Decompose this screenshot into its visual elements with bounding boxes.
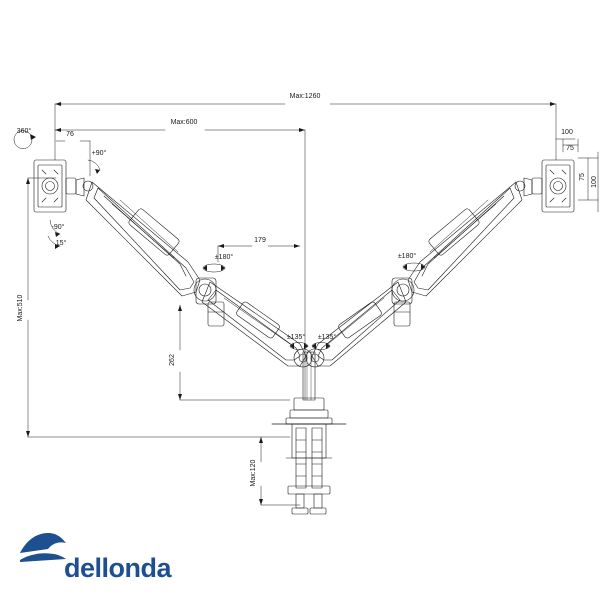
dimension-labels: Max:1260 Max:600 360° 76 +90° 100 75 75 …: [17, 93, 598, 486]
dim-label-100-right: 100: [591, 176, 598, 188]
dim-label-minus90deg: -90°: [52, 223, 65, 231]
dim-label-135deg-right: ±135°: [318, 333, 337, 341]
dimension-lines: [26, 102, 599, 506]
dim-label-76: 76: [66, 131, 74, 138]
dim-label-max510: Max:510: [17, 294, 24, 321]
dellonda-wave-icon-2: [20, 553, 66, 562]
dim-label-max600: Max:600: [171, 119, 198, 126]
dim-label-75-top: 75: [566, 145, 574, 152]
dim-label-max120: Max:120: [250, 459, 257, 486]
dim-label-75-right: 75: [579, 173, 586, 181]
dim-label-360deg: 360°: [17, 127, 32, 135]
dim-label-15deg: 15°: [56, 239, 67, 247]
right-monitor-bracket: [514, 159, 575, 213]
dim-label-100-top: 100: [561, 129, 573, 136]
dellonda-wave-icon: [20, 533, 66, 553]
left-arm-assembly: [85, 181, 313, 368]
dim-label-179: 179: [254, 237, 266, 244]
angle-markers: [13, 130, 426, 350]
dim-label-plus90deg: +90°: [92, 149, 107, 157]
brand-logo: dellonda: [20, 533, 173, 583]
dim-label-180deg-right: ±180°: [398, 252, 417, 260]
dim-label-180deg-left: ±180°: [215, 253, 234, 261]
dim-label-max1260: Max:1260: [290, 93, 321, 100]
dim-label-262: 262: [169, 354, 176, 366]
brand-name: dellonda: [64, 553, 172, 583]
right-arm-assembly: [305, 181, 523, 368]
dim-label-135deg-left: ±135°: [287, 333, 306, 341]
left-monitor-bracket: [33, 159, 94, 213]
center-pole-and-clamp: [271, 351, 347, 515]
